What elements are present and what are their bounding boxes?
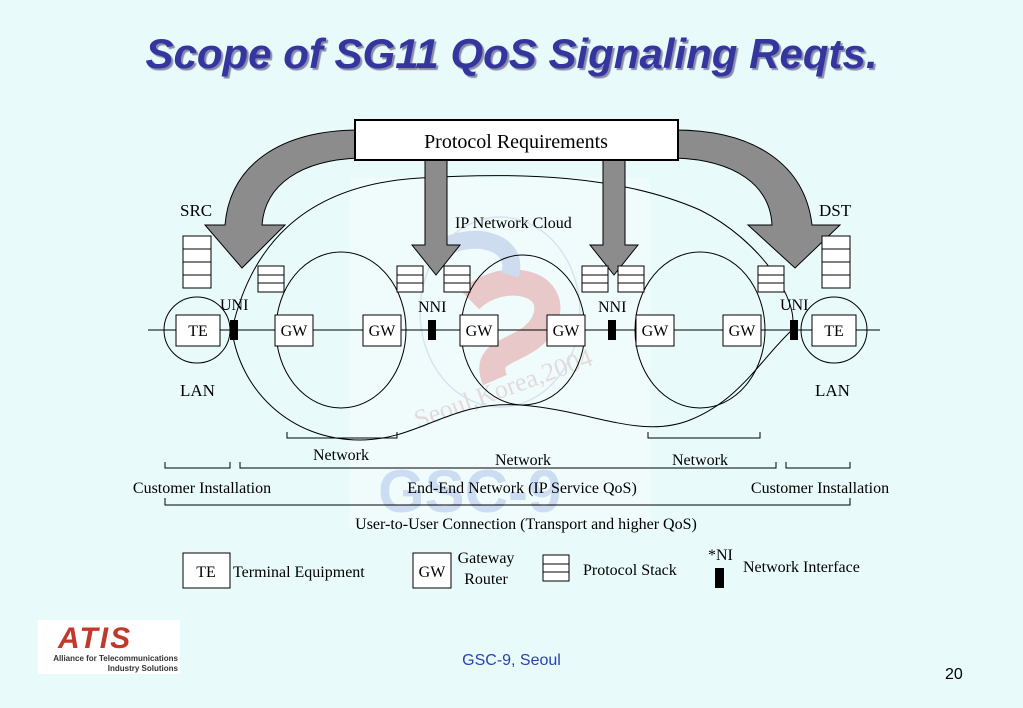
ni-mark-uni-left <box>230 320 238 340</box>
gw-box-2 <box>362 314 402 347</box>
legend: TE Terminal Equipment GW Gateway Router … <box>182 547 860 589</box>
legend-te-box <box>182 552 231 589</box>
legend-te-label: Terminal Equipment <box>233 564 365 581</box>
bracket-customer-left <box>164 462 231 469</box>
te-box-left <box>175 314 221 347</box>
gw-label-2: GW <box>369 323 397 340</box>
slide-title: Scope of SG11 QoS Signaling Reqts. <box>145 30 878 77</box>
protocol-stacks <box>182 235 851 293</box>
arrow-to-src <box>203 129 361 269</box>
customer-installation-right: Customer Installation <box>751 480 889 497</box>
gw-box-4 <box>546 314 586 347</box>
te-label-right: TE <box>824 323 844 340</box>
bracket-network-left <box>286 432 398 439</box>
te-label-left: TE <box>188 323 208 340</box>
lan-label-right: LAN <box>815 381 850 400</box>
legend-ni-label: Network Interface <box>743 559 860 576</box>
arrow-to-dst <box>674 129 842 269</box>
page-number: 20 <box>945 666 963 683</box>
nni-label-left: NNI <box>418 299 446 316</box>
bracket-end-to-end <box>239 462 777 469</box>
protocol-stack-src <box>182 235 212 289</box>
legend-ni-symbol <box>715 568 724 588</box>
gw-label-4: GW <box>553 323 581 340</box>
dst-label: DST <box>819 201 852 220</box>
atis-logo: ATIS Alliance for Telecommunications Ind… <box>38 620 180 674</box>
bracket-network-right <box>647 432 761 439</box>
legend-gw-text: GW <box>419 564 447 581</box>
atis-logo-mark: ATIS <box>58 622 133 655</box>
watermark-gsc: GSC-9 <box>378 458 561 525</box>
legend-gw-label-2: Router <box>464 571 508 588</box>
ni-mark-nni-left <box>428 320 436 340</box>
protocol-stack-gw1 <box>257 265 285 293</box>
legend-ni-mark: *NI <box>708 547 733 564</box>
arrows <box>203 129 842 276</box>
protocol-stack-gw3 <box>443 265 471 293</box>
cloud-label: IP Network Cloud <box>455 215 572 232</box>
network-label-left: Network <box>313 447 369 464</box>
protocol-requirements-label: Protocol Requirements <box>424 131 608 153</box>
atis-logo-line1: Alliance for Telecommunications <box>53 654 178 663</box>
slide-footer: GSC-9, Seoul <box>462 652 561 669</box>
customer-installation-left: Customer Installation <box>133 480 271 497</box>
gw-label-6: GW <box>729 323 757 340</box>
protocol-requirements-box <box>354 119 679 161</box>
legend-stack-icon <box>542 554 570 582</box>
gw-label-1: GW <box>281 323 309 340</box>
src-label: SRC <box>180 201 212 220</box>
gw-box-3 <box>459 314 499 347</box>
uni-label-right: UNI <box>780 297 808 314</box>
end-to-end-label: End-End Network (IP Service QoS) <box>407 480 637 497</box>
brackets <box>164 432 851 506</box>
bracket-user-to-user <box>164 498 851 506</box>
network-interface-marks <box>230 320 798 340</box>
gw-box-1 <box>274 314 314 347</box>
legend-gw-box <box>412 552 452 589</box>
protocol-stack-dst <box>821 235 851 289</box>
atis-logo-subtitle: Alliance for Telecommunications Industry… <box>38 654 178 674</box>
ip-network-cloud <box>231 175 794 441</box>
network-label-right: Network <box>672 452 728 469</box>
nni-label-right: NNI <box>598 299 626 316</box>
ni-mark-uni-right <box>790 320 798 340</box>
bracket-customer-right <box>785 462 851 469</box>
protocol-stack-gw2 <box>396 265 424 293</box>
ni-mark-nni-right <box>608 320 616 340</box>
protocol-stack-gw5 <box>617 265 645 293</box>
protocol-stack-gw4 <box>581 265 609 293</box>
gw-label-3: GW <box>466 323 494 340</box>
lan-label-left: LAN <box>180 381 215 400</box>
legend-stack-label: Protocol Stack <box>583 562 677 579</box>
uni-label-left: UNI <box>220 297 248 314</box>
gw-label-5: GW <box>642 323 670 340</box>
legend-gw-label-1: Gateway <box>458 550 515 567</box>
network-label-center: Network <box>495 452 551 469</box>
gw-box-6 <box>722 314 762 347</box>
te-box-right <box>811 314 857 347</box>
user-to-user-label: User-to-User Connection (Transport and h… <box>355 516 697 533</box>
atis-logo-line2: Industry Solutions <box>107 664 178 673</box>
legend-te-text: TE <box>196 564 216 581</box>
protocol-stack-gw6 <box>757 265 785 293</box>
gw-box-5 <box>635 314 675 347</box>
arrow-to-nni-left <box>410 159 462 276</box>
arrow-to-nni-right <box>588 159 640 276</box>
